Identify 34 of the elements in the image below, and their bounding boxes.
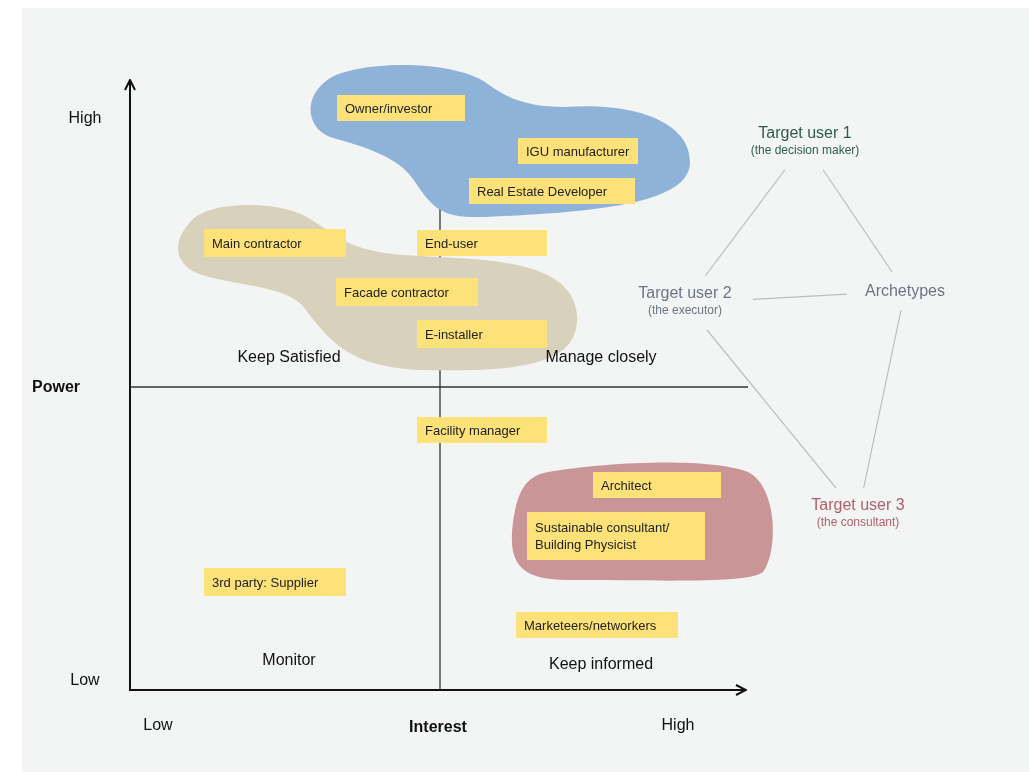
connector-line bbox=[706, 329, 837, 489]
node-title: Target user 3 bbox=[810, 496, 906, 514]
sticky-note: 3rd party: Supplier bbox=[204, 568, 346, 596]
sticky-note: End-user bbox=[417, 230, 547, 256]
axis-label: High bbox=[661, 716, 695, 734]
node-subtitle: (the consultant) bbox=[815, 515, 901, 529]
sticky-note: Main contractor bbox=[204, 229, 346, 257]
sticky-note: E-installer bbox=[417, 320, 547, 348]
sticky-note: Sustainable consultant/ Building Physicist bbox=[527, 512, 705, 560]
node-subtitle: (the decision maker) bbox=[749, 143, 861, 157]
sticky-note: Facility manager bbox=[417, 417, 547, 443]
axis-label: Low bbox=[143, 716, 173, 734]
sticky-note: Owner/investor bbox=[337, 95, 465, 121]
axis-title: Power bbox=[32, 378, 80, 396]
quadrant-label: Keep informed bbox=[548, 655, 654, 673]
sticky-note: Facade contractor bbox=[336, 278, 478, 306]
sticky-note: IGU manufacturer bbox=[518, 138, 638, 164]
connector-line bbox=[863, 309, 902, 489]
quadrant-label: Manage closely bbox=[545, 348, 657, 366]
connector-line bbox=[704, 169, 786, 277]
quadrant-label: Monitor bbox=[262, 651, 316, 669]
axis-label: High bbox=[68, 109, 102, 127]
node-subtitle: (the executor) bbox=[646, 303, 723, 317]
node-title: Archetypes bbox=[864, 282, 945, 300]
sticky-note: Real Estate Developer bbox=[469, 178, 635, 204]
connector-line bbox=[752, 293, 848, 300]
quadrant-label: Keep Satisfied bbox=[237, 348, 341, 366]
node-title: Target user 2 bbox=[637, 284, 733, 302]
axis-label: Low bbox=[70, 671, 100, 689]
sticky-note: Marketeers/networkers bbox=[516, 612, 678, 638]
connector-line bbox=[822, 169, 893, 273]
axis-title: Interest bbox=[409, 718, 467, 736]
sticky-note: Architect bbox=[593, 472, 721, 498]
node-title: Target user 1 bbox=[757, 124, 853, 142]
